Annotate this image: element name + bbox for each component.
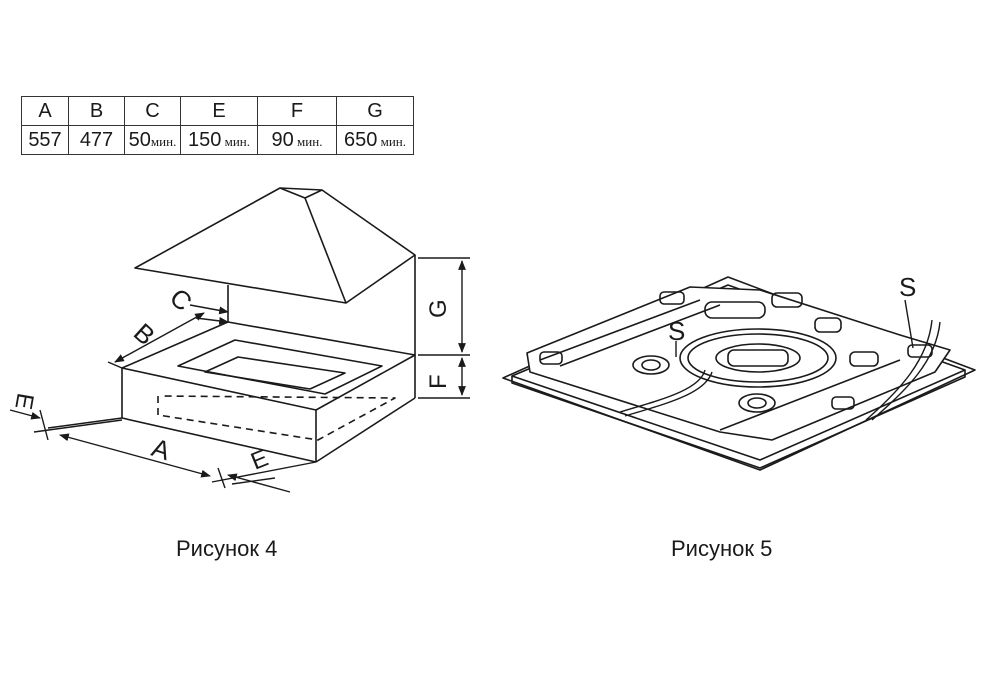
header-b: B: [68, 96, 125, 126]
cable: [619, 299, 941, 421]
dimension-b-c: [107, 304, 229, 369]
figure4-drawing: [9, 187, 470, 493]
header-a: A: [21, 96, 69, 126]
figure5-drawing: [502, 276, 976, 471]
value-c: 50мин.: [124, 125, 181, 155]
label-f: F: [425, 374, 452, 389]
value-b: 477: [68, 125, 125, 155]
dimensions-table: A B C E F G 557 477 50мин. 150 мин. 90 м…: [21, 96, 414, 155]
hood: [134, 187, 416, 355]
value-g: 650 мин.: [336, 125, 414, 155]
header-e: E: [180, 96, 258, 126]
figure4-caption: Рисунок 4: [176, 536, 278, 561]
coil-element: [679, 328, 837, 388]
figure5-labels: S S: [668, 272, 916, 346]
label-s-right: S: [899, 272, 916, 302]
label-a: A: [148, 432, 174, 466]
label-g: G: [425, 299, 452, 318]
label-e-right: E: [247, 445, 272, 476]
dimension-e: [9, 409, 291, 493]
table-value-row: 557 477 50мин. 150 мин. 90 мин. 650 мин.: [21, 125, 414, 155]
value-f: 90 мин.: [257, 125, 337, 155]
hob-tray: [502, 276, 976, 471]
label-b: B: [128, 317, 161, 351]
table-header-row: A B C E F G: [21, 96, 414, 126]
value-e: 150 мин.: [180, 125, 258, 155]
label-e-left: E: [9, 391, 38, 411]
label-c: C: [164, 282, 198, 317]
header-g: G: [336, 96, 414, 126]
dimension-g-f: [418, 257, 470, 399]
label-s-left: S: [668, 316, 685, 346]
figure5-caption: Рисунок 5: [671, 536, 773, 561]
value-a: 557: [21, 125, 69, 155]
dimension-a: [47, 417, 317, 483]
